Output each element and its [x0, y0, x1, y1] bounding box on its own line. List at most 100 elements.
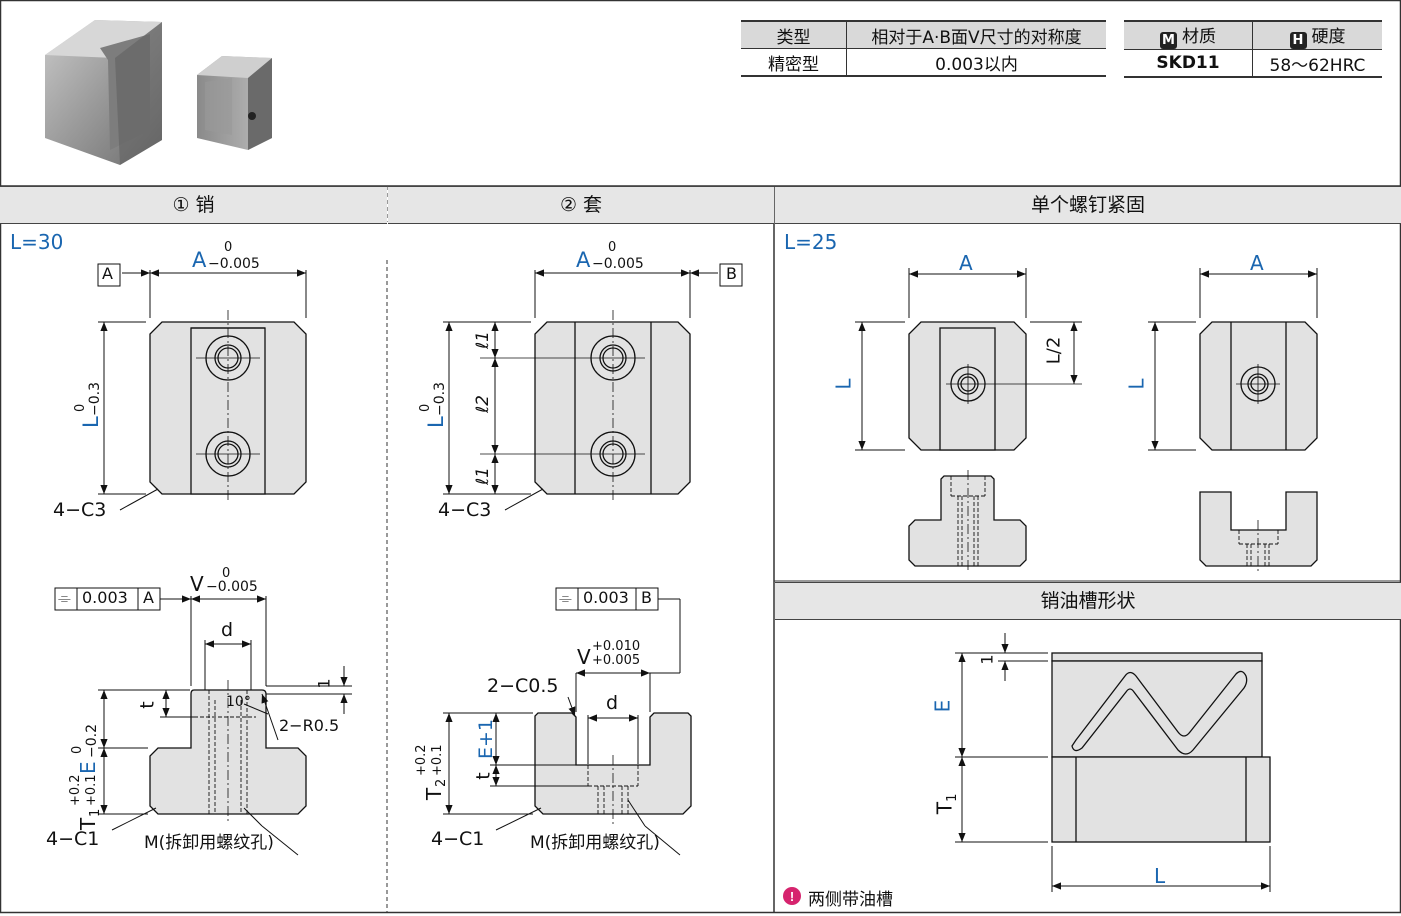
pin-tol-symbol: ⌯	[58, 588, 71, 607]
pin-dim-v-upper: 0	[222, 566, 231, 581]
sleeve-datum-b: B	[726, 264, 737, 283]
sleeve-dim-v-lower: +0.005	[592, 653, 641, 668]
note-info-icon-mark: !	[790, 889, 794, 904]
pin-tol-value: 0.003	[82, 588, 128, 607]
single-dim-a-left: A	[959, 251, 973, 275]
pin-dim-e-lower: −0.2	[84, 724, 100, 758]
sleeve-dim-t2-sub: 2	[434, 778, 449, 787]
single-screw-front-right	[1199, 491, 1318, 572]
sleeve-chamfer-c05: 2−C0.5	[487, 675, 559, 697]
pin-angle: 10°	[226, 694, 251, 710]
sleeve-top-dims	[443, 263, 743, 511]
pin-thread-note: M(拆卸用螺纹孔)	[144, 833, 274, 853]
pin-dim-t1-upper: +0.2	[68, 774, 83, 806]
groove-dim-t1-sub: 1	[945, 793, 961, 802]
sleeve-top-view	[480, 310, 691, 500]
sleeve-dim-l-lower: −0.3	[432, 382, 448, 416]
sleeve-dim-e1: E+1	[475, 718, 498, 760]
pin-dim-a: A	[192, 248, 207, 272]
section-header-pin: ① 销	[0, 186, 387, 224]
material-header: 材质	[1182, 27, 1216, 47]
sleeve-dim-l1: ℓ1	[472, 331, 493, 349]
sleeve-dim-l: L	[424, 416, 448, 428]
hardness-icon: H	[1289, 32, 1307, 49]
single-screw-front-left	[908, 470, 1027, 572]
pin-dim-t1-lower: +0.1	[84, 774, 99, 806]
sleeve-dim-t2: T	[422, 787, 446, 800]
sleeve-dim-a: A	[576, 248, 591, 272]
sleeve-dim-a-lower: −0.005	[592, 256, 644, 272]
material-icon: M	[1160, 32, 1177, 49]
groove-dim-t1: T	[932, 801, 957, 815]
sleeve-dim-v: V	[577, 645, 591, 669]
spec-table: 类型 相对于A·B面V尺寸的对称度 精密型 0.003以内	[741, 20, 1106, 77]
sleeve-dim-t2-lower: +0.1	[430, 744, 445, 776]
single-dim-l-right: L	[1124, 378, 1149, 390]
pin-dim-t1-sub: 1	[88, 808, 103, 817]
single-dim-a-right: A	[1250, 251, 1264, 275]
sleeve-dim-v-upper: +0.010	[592, 639, 641, 654]
pin-length-value: L=30	[10, 230, 64, 254]
groove-dim-1: 1	[977, 654, 997, 665]
spec-symmetry-value: 0.003以内	[846, 48, 1106, 77]
spec-type-value: 精密型	[741, 48, 847, 77]
sleeve-dim-l-upper: 0	[418, 403, 433, 412]
groove-dim-t1-group: T1	[932, 794, 960, 815]
pin-dim-l-lower: −0.3	[87, 382, 103, 416]
sleeve-dim-l2: ℓ2	[472, 395, 493, 413]
groove-dim-e: E	[930, 699, 955, 713]
oil-groove-view	[1051, 652, 1271, 843]
pin-radius: 2−R0.5	[279, 716, 340, 735]
pin-chamfer-c3: 4−C3	[53, 499, 107, 521]
groove-dim-l: L	[1154, 864, 1166, 888]
pin-dim-a-upper: 0	[224, 240, 233, 255]
sleeve-chamfer-c1: 4−C1	[431, 828, 485, 850]
sleeve-tol-datum: B	[641, 588, 652, 607]
single-screw-top-left	[908, 321, 1082, 451]
single-screw-top-left-dims	[855, 268, 1082, 451]
hardness-value: 58～62HRC	[1252, 49, 1382, 78]
sleeve-dim-l1-bottom: ℓ1	[472, 467, 493, 485]
section-header-sleeve: ② 套	[388, 186, 774, 224]
sleeve-dim-a-upper: 0	[608, 240, 617, 255]
single-length-value: L=25	[784, 230, 838, 254]
pin-front-dims	[54, 587, 352, 856]
note-info-icon	[783, 887, 801, 905]
pin-datum-a: A	[102, 264, 113, 283]
spec-symmetry-header: 相对于A·B面V尺寸的对称度	[846, 20, 1106, 49]
pin-dim-e: E	[76, 761, 100, 774]
sleeve-dim-t: t	[472, 772, 495, 780]
spec-type-header: 类型	[741, 20, 847, 49]
product-photo-sleeve	[197, 56, 272, 150]
sleeve-chamfer-c3: 4−C3	[438, 499, 492, 521]
material-value: SKD11	[1124, 49, 1253, 78]
single-screw-top-right	[1199, 321, 1318, 451]
pin-dim-e-upper: 0	[70, 745, 85, 754]
pin-dim-d: d	[221, 619, 234, 641]
single-dim-l-left: L	[831, 378, 856, 390]
product-photo-pin	[45, 20, 162, 165]
section-header-single-screw: 单个螺钉紧固	[775, 186, 1401, 224]
groove-note: 两侧带油槽	[808, 890, 893, 910]
sleeve-tol-symbol: ⌯	[559, 588, 572, 607]
pin-dim-v-lower: −0.005	[206, 579, 258, 595]
sleeve-tol-value: 0.003	[583, 588, 629, 607]
pin-tol-datum: A	[143, 588, 154, 607]
material-header-cell: M 材质	[1124, 20, 1253, 50]
pin-front-view	[149, 680, 307, 824]
sleeve-dim-d: d	[606, 692, 619, 714]
pin-dim-v: V	[190, 572, 204, 596]
single-screw-top-right-dims	[1148, 268, 1318, 451]
pin-dim-a-lower: −0.005	[208, 256, 260, 272]
pin-dim-t: t	[136, 701, 159, 709]
pin-dim-l: L	[79, 416, 103, 428]
sleeve-front-view	[534, 712, 692, 824]
pin-top-view	[149, 310, 307, 500]
sleeve-dim-t2-upper: +0.2	[414, 744, 429, 776]
pin-dim-l-upper: 0	[73, 403, 88, 412]
hardness-header: 硬度	[1311, 27, 1346, 47]
single-dim-l-half: L/2	[1043, 336, 1065, 365]
